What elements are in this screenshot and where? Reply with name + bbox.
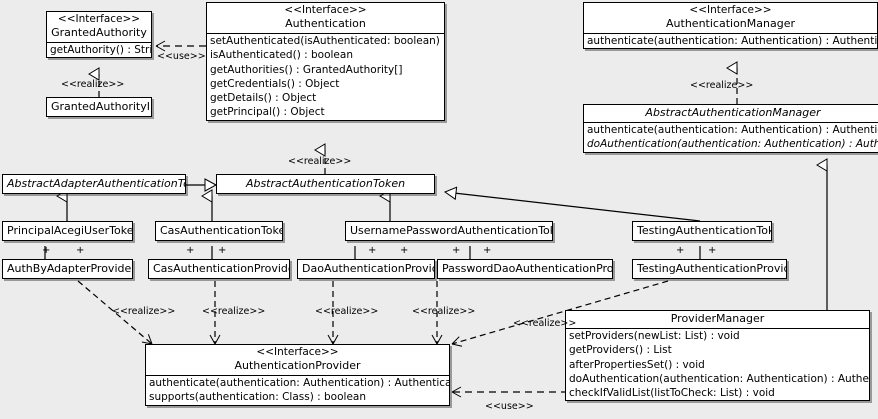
edge-extends-testingauthenticationtoken [443,186,701,222]
class-header: AbstractAuthenticationManager [584,105,878,122]
label-realize-abstractauthenticationmanager: <<realize>> [690,80,754,91]
association-end-marker: + [368,245,377,256]
label-use-providermanager: <<use>> [485,401,534,412]
class-header: ProviderManager [566,311,869,328]
class-name: ProviderManager [670,312,765,325]
class-name: PrincipalAcegiUserToken [7,224,133,237]
association-end-marker: + [42,245,51,256]
operations-compartment: authenticate(authentication: Authenticat… [146,376,449,405]
class-header: <<Interface>> Authentication [207,3,444,33]
operations-compartment: setProviders(newList: List) : void getPr… [566,329,869,400]
stereotype-label: <<Interface>> [689,4,772,16]
association-end-marker: + [76,245,85,256]
compartment-divider [207,33,444,34]
class-testing-authentication-provider[interactable]: TestingAuthenticationProvider [632,259,787,279]
class-username-password-authentication-token[interactable]: UsernamePasswordAuthenticationToken [345,221,553,241]
class-name: PasswordDaoAuthenticationProvider [442,262,613,275]
operation: setAuthenticated(isAuthenticated: boolea… [210,35,444,47]
class-principal-acegi-user-token[interactable]: PrincipalAcegiUserToken [2,221,133,241]
compartment-divider [47,42,151,43]
operation: doAuthentication(authentication: Authent… [569,372,869,385]
operation: authenticate(authentication: Authenticat… [587,35,877,47]
class-authentication-provider[interactable]: <<Interface>> AuthenticationProvider aut… [145,344,450,406]
class-cas-authentication-token[interactable]: CasAuthenticationToken [155,221,283,241]
label-realize-passworddaoauthenticationprovider: <<realize>> [412,306,476,317]
class-abstract-adapter-authentication-token[interactable]: AbstractAdapterAuthenticationToken [2,174,186,194]
class-name: AbstractAdapterAuthenticationToken [7,177,185,190]
class-authentication[interactable]: <<Interface>> Authentication setAuthenti… [206,2,445,121]
operation: getDetails() : Object [210,92,317,105]
operation: afterPropertiesSet() : void [569,358,705,371]
operation: setProviders(newList: List) : void [569,330,740,342]
operation: getProviders() : List [569,344,672,357]
operations-compartment: authenticate(authentication: Authenticat… [584,34,877,48]
class-name: TestingAuthenticationProvider [637,262,787,275]
class-granted-authority-impl[interactable]: GrantedAuthorityImpl [46,97,152,117]
compartment-divider [146,375,449,376]
operations-compartment: authenticate(authentication: Authenticat… [584,123,878,152]
label-realize-abstractauthenticationtoken: <<realize>> [288,156,352,167]
operation: isAuthenticated() : boolean [210,49,353,62]
operation: authenticate(authentication: Authenticat… [587,124,878,136]
compartment-divider [584,122,878,123]
class-auth-by-adapter-provider[interactable]: AuthByAdapterProvider [2,259,133,279]
operations-compartment: getAuthority() : String [47,43,151,57]
class-header: <<Interface>> AuthenticationManager [584,3,877,33]
class-granted-authority[interactable]: <<Interface>> GrantedAuthority getAuthor… [46,11,152,59]
label-realize-grantedauthorityimpl: <<realize>> [61,79,125,90]
stereotype-label: <<Interface>> [57,13,141,25]
class-name: AuthByAdapterProvider [7,262,133,275]
class-name: AbstractAuthenticationToken [245,177,406,190]
stereotype-label: <<Interface>> [256,346,339,358]
operation: checkIfValidList(listToCheck: List) : vo… [569,387,775,400]
class-name: TestingAuthenticationToken [637,224,771,237]
class-abstract-authentication-manager[interactable]: AbstractAuthenticationManager authentica… [583,104,878,153]
stereotype-label: <<Interface>> [284,4,367,16]
class-cas-authentication-provider[interactable]: CasAuthenticationProvider [148,259,290,279]
class-name: AuthenticationProvider [234,359,361,372]
class-dao-authentication-provider[interactable]: DaoAuthenticationProvider [297,259,435,279]
association-end-marker: + [483,245,492,256]
association-end-marker: + [452,245,461,256]
class-provider-manager[interactable]: ProviderManager setProviders(newList: Li… [565,310,870,402]
operation: doAuthentication(authentication: Authent… [587,138,878,151]
operation: authenticate(authentication: Authenticat… [149,377,449,389]
operation: supports(authentication: Class) : boolea… [149,391,366,404]
label-realize-daoauthenticationprovider: <<realize>> [315,306,379,317]
class-name: GrantedAuthority [51,26,147,39]
association-end-marker: + [218,245,227,256]
label-realize-casauthenticationprovider: <<realize>> [202,306,266,317]
class-header: <<Interface>> AuthenticationProvider [146,345,449,375]
class-authentication-manager[interactable]: <<Interface>> AuthenticationManager auth… [583,2,878,50]
label-realize-testingauthenticationprovider: <<realize>> [513,318,577,329]
label-use-authentication-grantedauthority: <<use>> [157,51,206,62]
operation: getPrincipal() : Object [210,106,325,119]
operation: getAuthority() : String [50,44,151,56]
class-password-dao-authentication-provider[interactable]: PasswordDaoAuthenticationProvider [437,259,613,279]
class-testing-authentication-token[interactable]: TestingAuthenticationToken [632,221,772,241]
class-abstract-authentication-token[interactable]: AbstractAuthenticationToken [216,174,435,194]
class-name: DaoAuthenticationProvider [302,262,434,275]
class-name: Authentication [285,17,366,30]
operation: getCredentials() : Object [210,77,340,90]
class-name: GrantedAuthorityImpl [51,100,151,113]
association-end-marker: + [186,245,195,256]
label-realize-authbyadapterprovider: <<realize>> [112,306,176,317]
class-name: AbstractAuthenticationManager [645,106,821,119]
class-name: CasAuthenticationToken [160,224,283,237]
association-end-marker: + [400,245,409,256]
operation: getAuthorities() : GrantedAuthority[] [210,63,403,76]
class-name: CasAuthenticationProvider [153,262,290,275]
class-name: UsernamePasswordAuthenticationToken [350,224,553,237]
class-header: <<Interface>> GrantedAuthority [47,12,151,42]
class-name: AuthenticationManager [666,17,795,30]
association-end-marker: + [676,245,685,256]
compartment-divider [566,328,869,329]
association-end-marker: + [708,245,717,256]
compartment-divider [584,33,877,34]
operations-compartment: setAuthenticated(isAuthenticated: boolea… [207,34,444,120]
